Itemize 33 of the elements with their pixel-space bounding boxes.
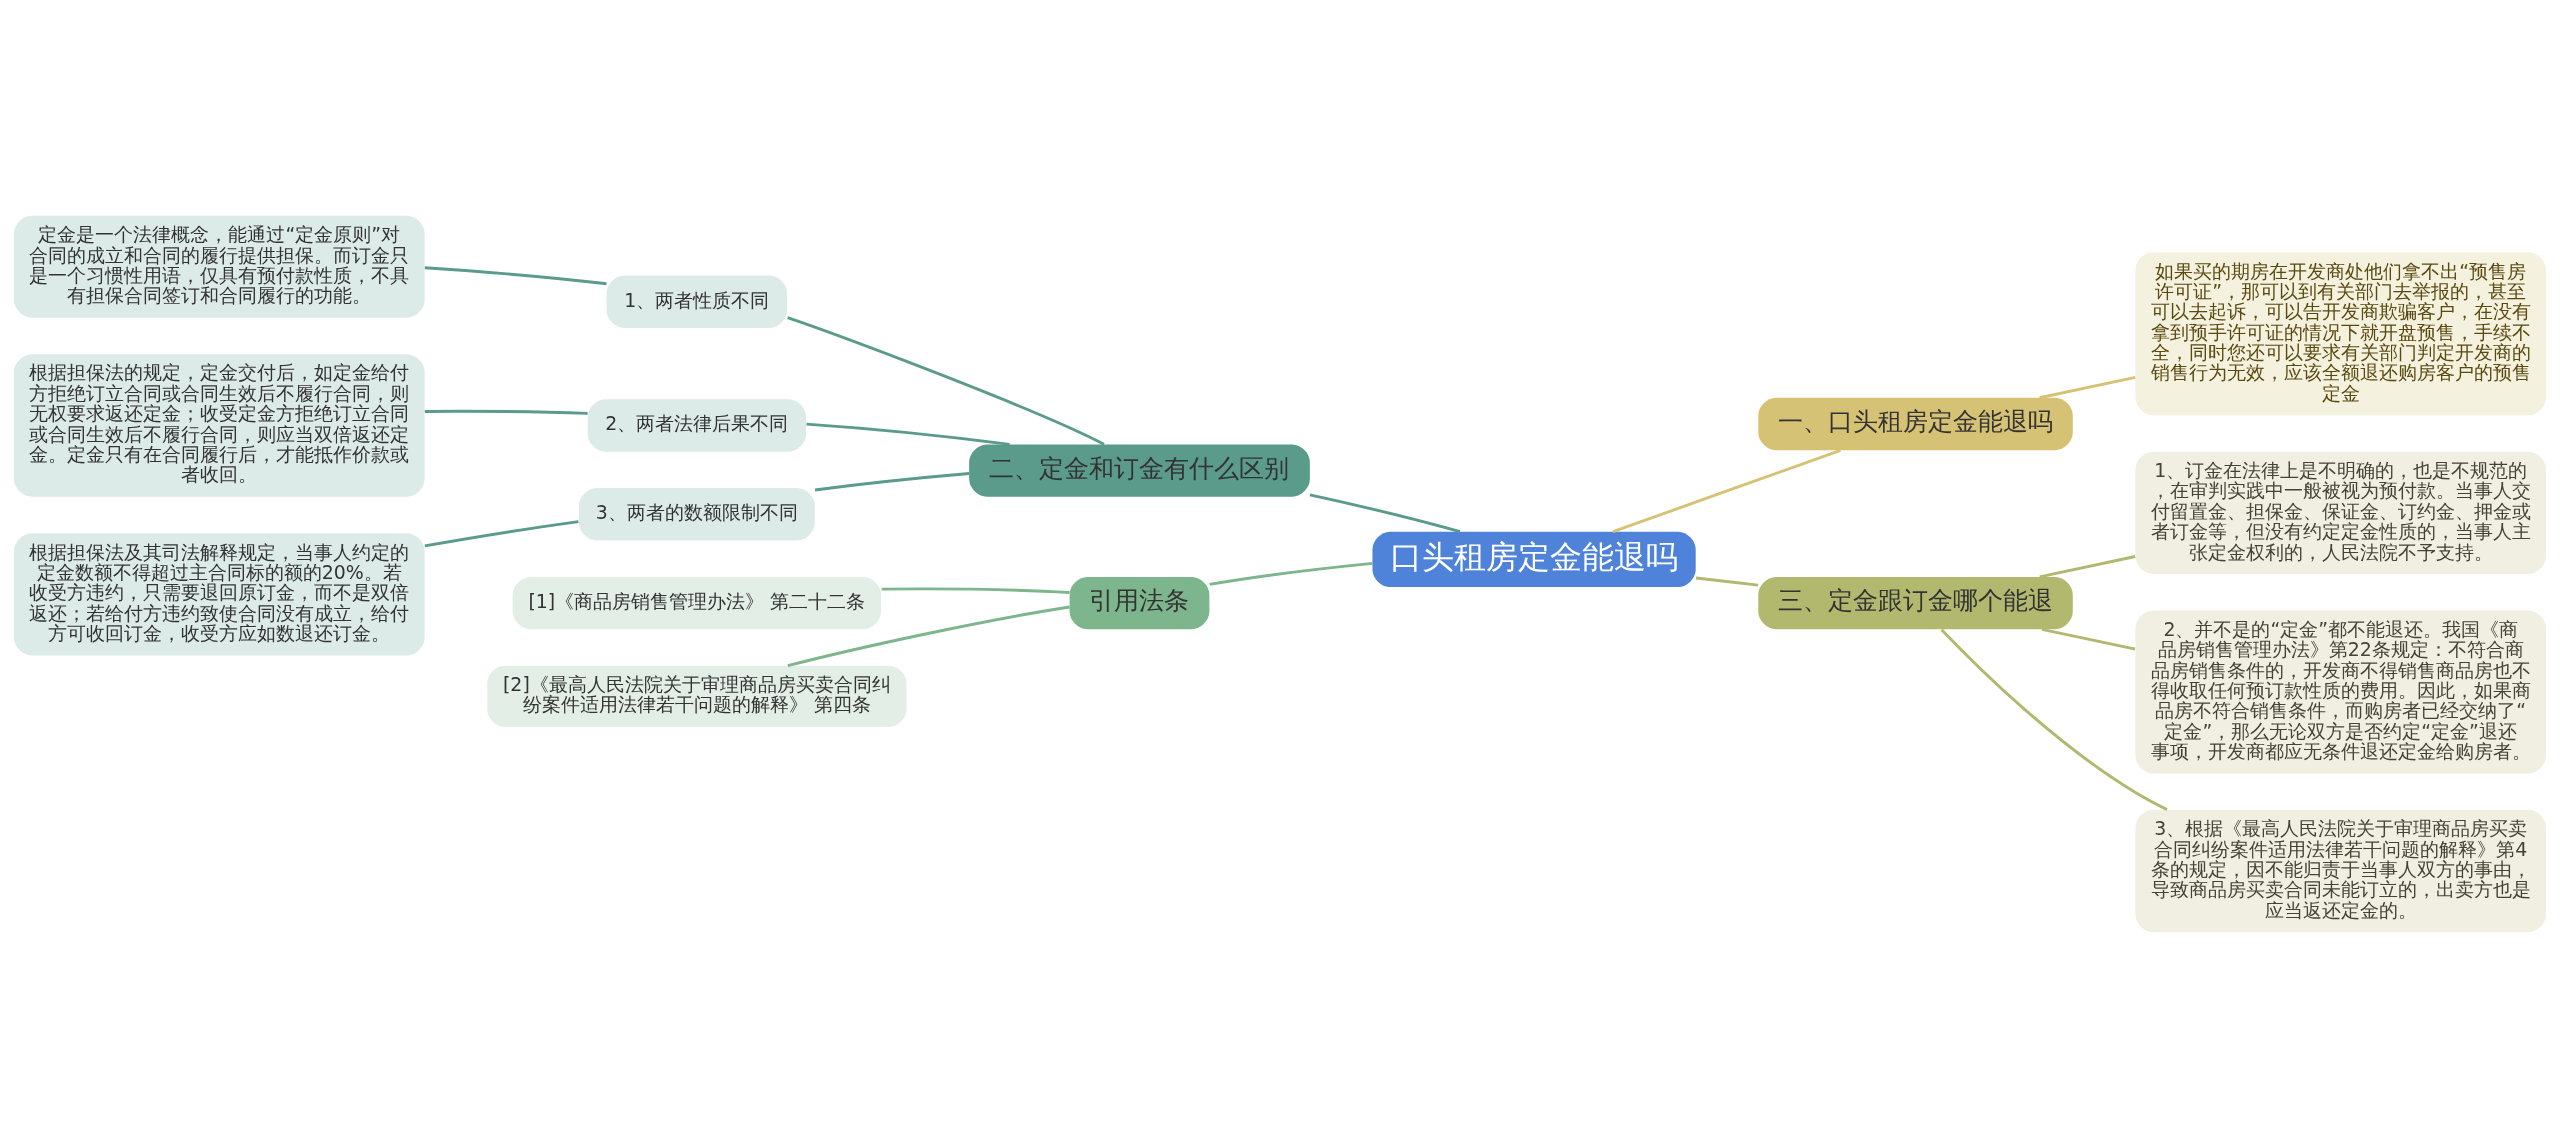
node-box: 三、定金跟订金哪个能退 [1758, 576, 2073, 629]
node-box: 口头租房定金能退吗 [1372, 531, 1696, 587]
node-box: 如果买的期房在开发商处他们拿不出“预售房许可证”，那可以到有关部门去举报的，甚至可以去起诉，可以告开发商欺骗客户，在没有拿到预手许可证的情况下就开盘预售，手续不全，同时您还可以要求有关部门判定开发商的销售行为无效，应该全额退还购房客户的预售定金 [2135, 251, 2546, 415]
node-box: 一、口头租房定金能退吗 [1758, 397, 2073, 450]
connector [806, 422, 1010, 446]
connector [881, 586, 1070, 594]
connector [814, 471, 970, 491]
connector [1940, 628, 2168, 811]
connector [1612, 448, 1842, 533]
connector [2039, 375, 2136, 399]
node-box: [2]《最高人民法院关于审理商品房买卖合同纠纷案件适用法律若干问题的解释》 第四条 [487, 665, 907, 727]
node-box: 1、两者性质不同 [606, 275, 788, 328]
node-box: 二、定金和订金有什么区别 [969, 443, 1310, 497]
connector [2041, 627, 2136, 650]
connector [1695, 576, 1759, 587]
connector [1209, 561, 1373, 586]
connector [787, 315, 1105, 446]
connector [2039, 554, 2136, 578]
node-box: 2、并不是的“定金”都不能退还。我国《商品房销售管理办法》第22条规定：不符合商品房销售条件的，开发商不得销售商品房也不得收取任何预订款性质的费用。因此，如果商品房不符合销售条件，而购房者已经交纳了“定金”，那么无论双方是否约定“定金”退还事项，开发商都应无条件退还定金给购房者。 [2135, 609, 2546, 773]
node-box: 根据担保法及其司法解释规定，当事人约定的定金数额不得超过主合同标的额的20%。若收受方违约，只需要退回原订金，而不是双倍返还；若给付方违约致使合同没有成立，给付方可收回订金，收受方应如数退还订金。 [14, 532, 425, 656]
node-box: 2、两者法律后果不同 [587, 398, 807, 452]
connector [1309, 492, 1461, 533]
node-box: 3、两者的数额限制不同 [578, 487, 815, 540]
node-box: 3、根据《最高人民法院关于审理商品房买卖合同纠纷案件适用法律若干问题的解释》第4条的规定，因不能归责于当事人双方的事由，导致商品房买卖合同未能订立的，出卖方也是应当返还定金的。 [2135, 809, 2546, 932]
connector [424, 409, 588, 415]
connector [424, 265, 607, 285]
node-box: 1、订金在法律上是不明确的，也是不规范的，在审判实践中一般被视为预付款。当事人交付留置金、担保金、保证金、订约金、押金或者订金等，但没有约定定金性质的，当事人主张定金权利的，人民法院不予支持。 [2135, 451, 2546, 574]
connector [787, 605, 1070, 667]
node-box: 引用法条 [1069, 576, 1210, 629]
node-box: [1]《商品房销售管理办法》 第二十二条 [512, 576, 882, 629]
node-box: 根据担保法的规定，定金交付后，如定金给付方拒绝订立合同或合同生效后不履行合同，则无权要求返还定金；收受定金方拒绝订立合同或合同生效后不履行合同，则应当双倍返还定金。定金只有在合同履行后，才能抵作价款或者收回。 [14, 353, 425, 497]
connector [424, 519, 579, 547]
node-box: 定金是一个法律概念，能通过“定金原则”对合同的成立和合同的履行提供担保。而订金只是一个习惯性用语，仅具有预付款性质，不具有担保合同签订和合同履行的功能。 [14, 215, 425, 318]
